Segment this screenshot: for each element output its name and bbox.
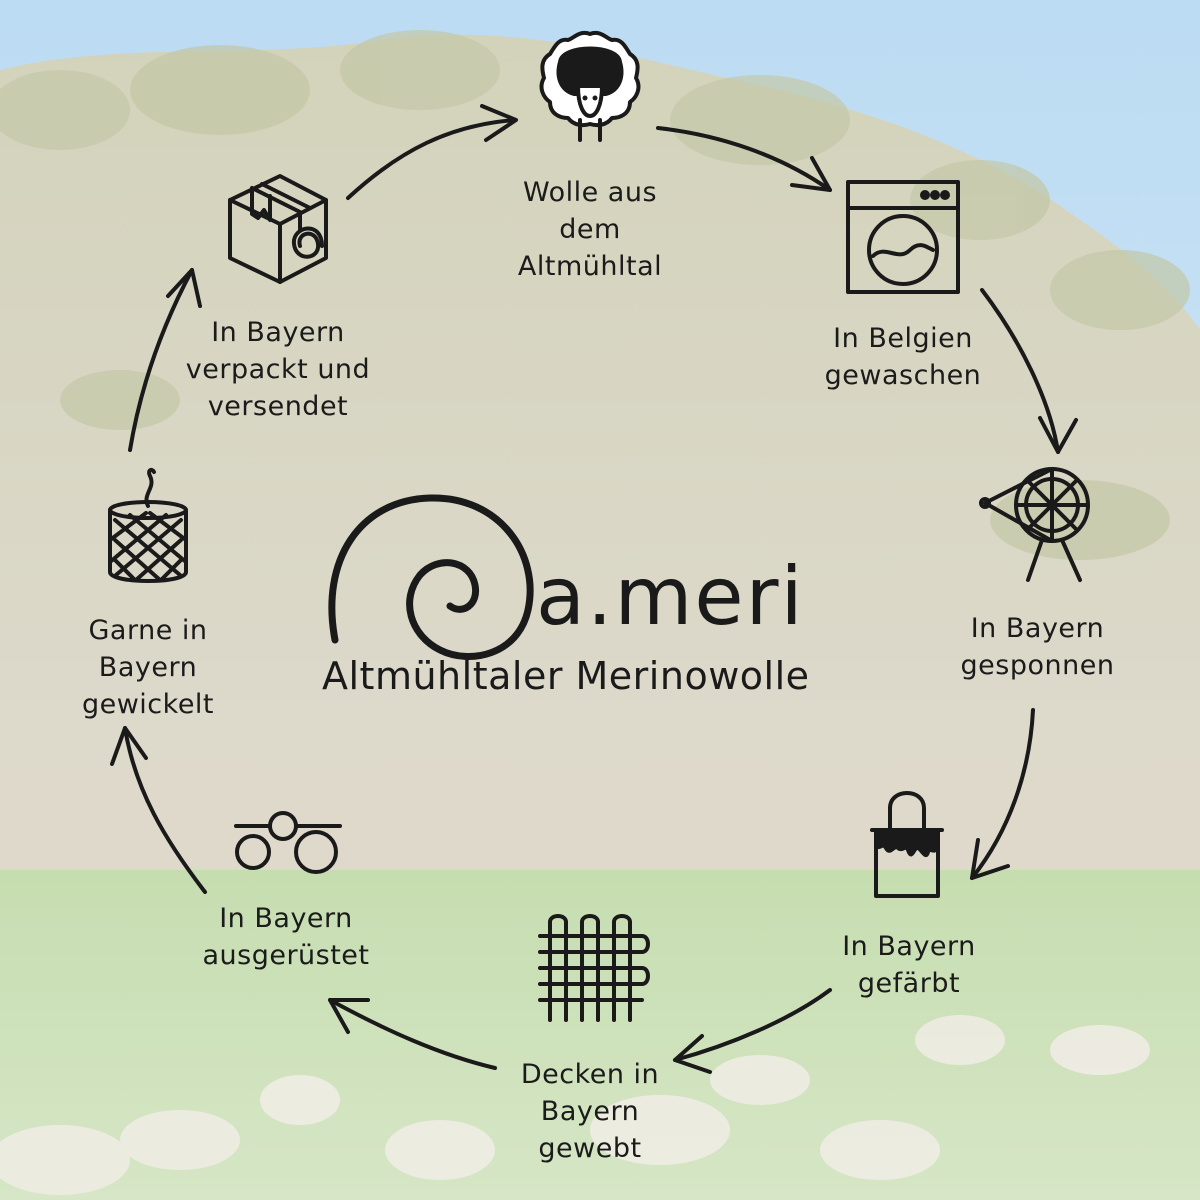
package-icon: [228, 174, 328, 284]
arrow-spinning-to-dyeing: [970, 708, 1035, 880]
arrow-sheep-to-washing: [656, 126, 832, 192]
step-label-wool-origin: Wolle aus dem Altmühltal: [517, 177, 663, 282]
step-label-finishing: In Bayern ausgerüstet: [202, 903, 370, 971]
logo-spiral-icon: [328, 494, 534, 660]
arrow-package-to-sheep: [346, 104, 518, 200]
washing-machine-icon: [846, 180, 960, 294]
arrow-weaving-to-finishing: [328, 998, 497, 1070]
step-label-dyeing: In Bayern gefärbt: [842, 931, 976, 999]
yarn-spool-icon: [108, 467, 188, 583]
paint-bucket-icon: [870, 791, 944, 898]
step-label-spinning: In Bayern gesponnen: [960, 613, 1115, 681]
rollers-icon: [234, 811, 342, 874]
brand-tagline: Altmühltaler Merinowolle: [322, 654, 810, 698]
step-label-winding: Garne in Bayern gewickelt: [81, 615, 215, 720]
arrow-dyeing-to-weaving: [673, 988, 832, 1074]
woven-fabric-icon: [538, 914, 650, 1022]
arrow-winding-to-package: [128, 268, 202, 452]
sheep-icon: [539, 30, 641, 142]
brand-name: a.meri: [536, 550, 805, 643]
arrow-finishing-to-winding: [110, 726, 207, 894]
step-label-washing: In Belgien gewaschen: [824, 323, 982, 391]
arrow-washing-to-spinning: [980, 288, 1078, 454]
step-label-packing: In Bayern verpackt und versendet: [185, 317, 371, 422]
step-label-weaving: Decken in Bayern gewebt: [520, 1059, 660, 1164]
spinning-wheel-icon: [979, 467, 1090, 582]
